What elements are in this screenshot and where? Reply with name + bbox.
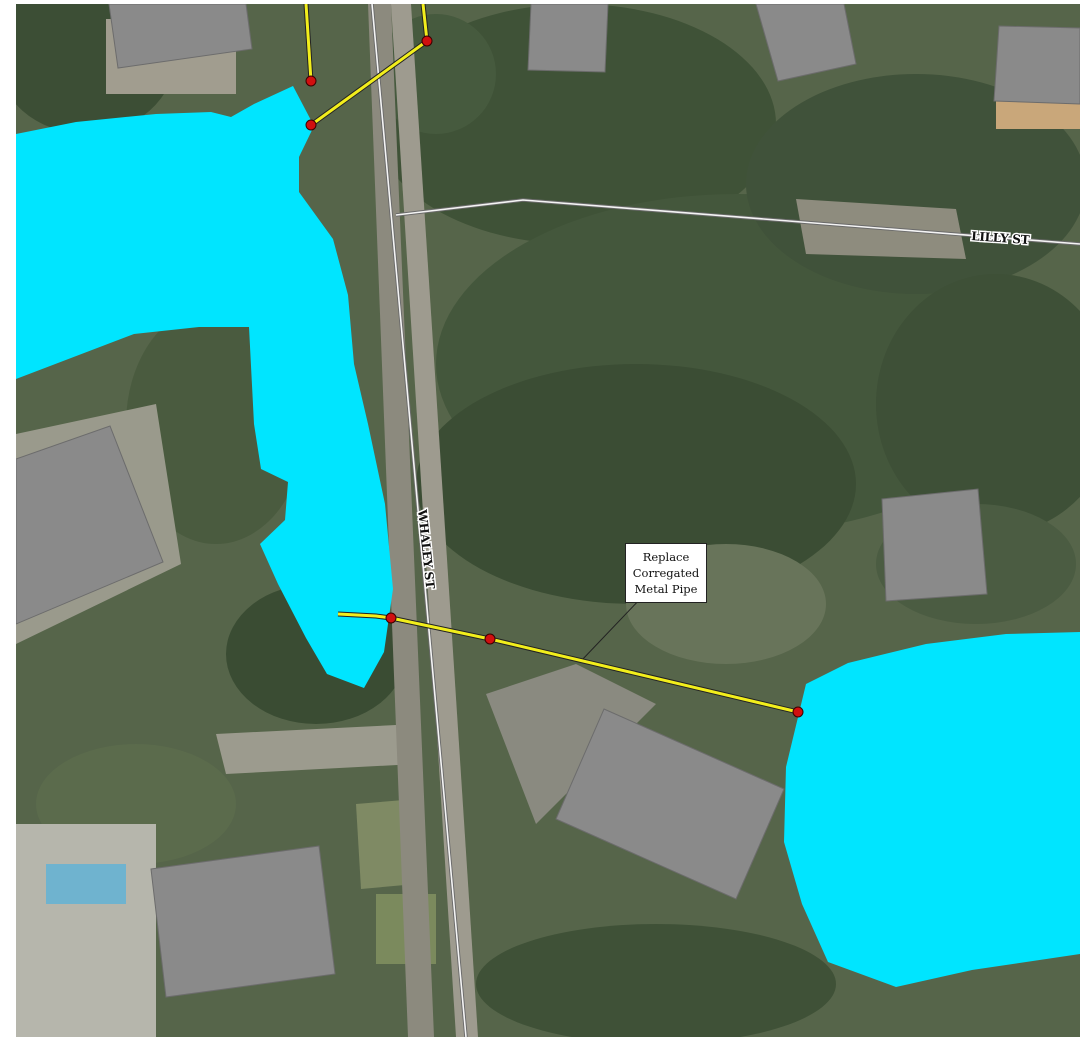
map-canvas: WHALEY ST LILLY ST	[16, 4, 1080, 1037]
annotation-line-3: Metal Pipe	[634, 582, 698, 596]
water-bodies	[16, 86, 1080, 987]
wetland-west[interactable]	[16, 86, 393, 688]
annotation-line-1: Replace	[642, 550, 690, 564]
street-label-lilly: LILLY ST	[971, 229, 1030, 247]
node-marker[interactable]	[792, 706, 804, 718]
node-marker[interactable]	[421, 35, 433, 47]
buildings	[16, 4, 1080, 998]
annotation-line-2: Corregated	[632, 566, 700, 580]
wetland-east[interactable]	[784, 632, 1080, 987]
pipe-nodes	[305, 35, 804, 718]
road-surface	[368, 4, 434, 1037]
node-marker[interactable]	[385, 612, 397, 624]
map-viewport[interactable]: WHALEY ST LILLY ST Replace Corregated Me…	[16, 4, 1080, 1037]
node-marker[interactable]	[305, 75, 317, 87]
road-centerlines	[370, 4, 1080, 1037]
road-shoulder	[391, 4, 478, 1037]
node-marker[interactable]	[484, 633, 496, 645]
callout-leader	[580, 596, 643, 662]
annotation-callout: Replace Corregated Metal Pipe	[625, 543, 707, 603]
node-marker[interactable]	[305, 119, 317, 131]
